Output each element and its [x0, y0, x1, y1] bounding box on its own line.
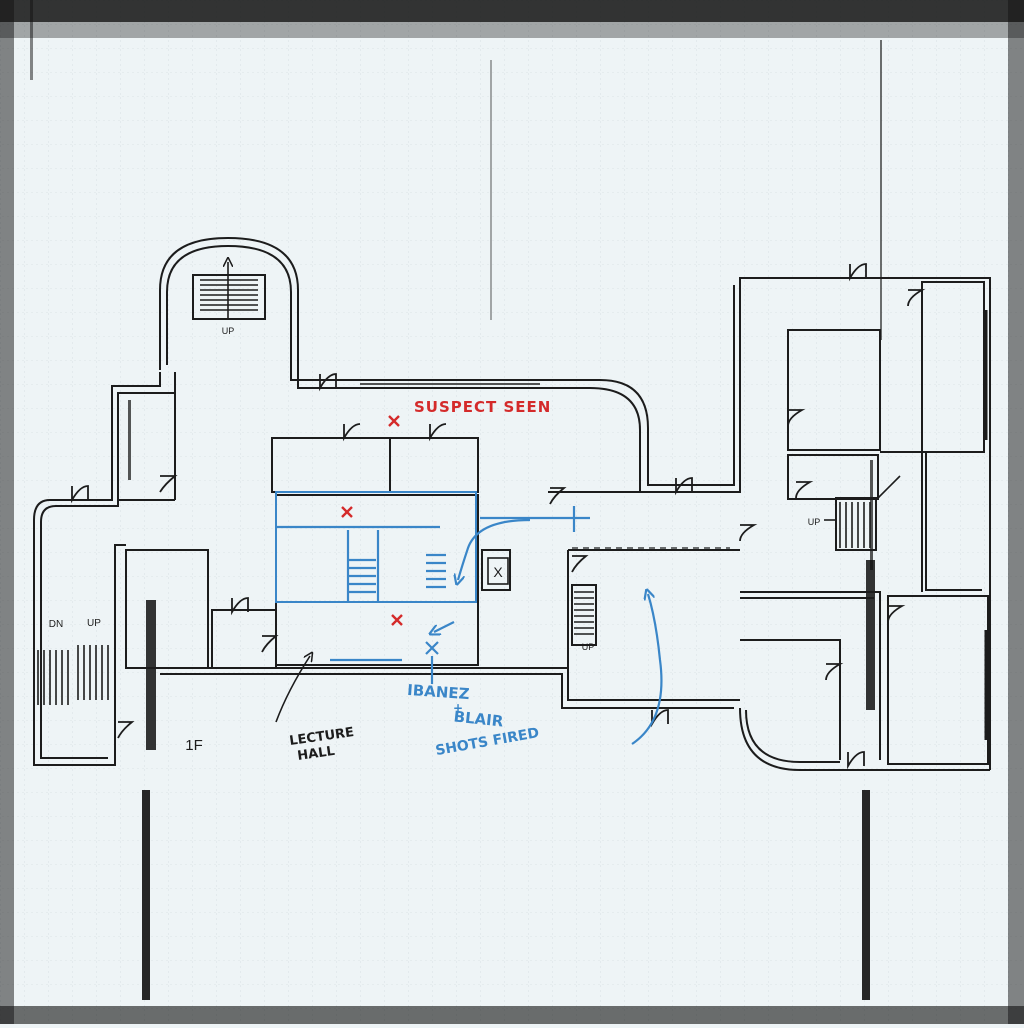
lecture-hall-line2: HALL: [296, 744, 335, 764]
floor-label: 1F: [185, 737, 203, 754]
door-swings: [71, 263, 926, 770]
agents-line3: BLAIR: [453, 707, 505, 730]
elevator: X: [487, 557, 509, 585]
suspect-mark-mid: [341, 506, 353, 518]
windows: [360, 310, 988, 740]
stairs-left-down-label: DN: [49, 619, 63, 630]
suspect-mark-top: [388, 415, 400, 427]
agents-line2: +: [453, 701, 463, 715]
stair-treads: [37, 262, 901, 705]
elevator-mark: X: [493, 564, 503, 580]
stairs-top-label: UP: [222, 326, 235, 336]
suspect-annotations: [341, 415, 403, 626]
suspect-seen-label: SUSPECT SEEN: [414, 398, 551, 416]
stairs-center-label: UP: [582, 642, 595, 652]
agents-note: IBANEZ + BLAIR SHOTS FIRED: [407, 681, 541, 759]
agents-line1: IBANEZ: [407, 681, 471, 703]
agent-route: [275, 491, 663, 745]
stairs-right-label: UP: [808, 517, 821, 527]
agent-mark: [425, 641, 439, 655]
lecture-hall-arrow: [275, 656, 310, 723]
suspect-mark-low: [391, 614, 403, 626]
stairs-left-up-label: UP: [87, 618, 101, 629]
